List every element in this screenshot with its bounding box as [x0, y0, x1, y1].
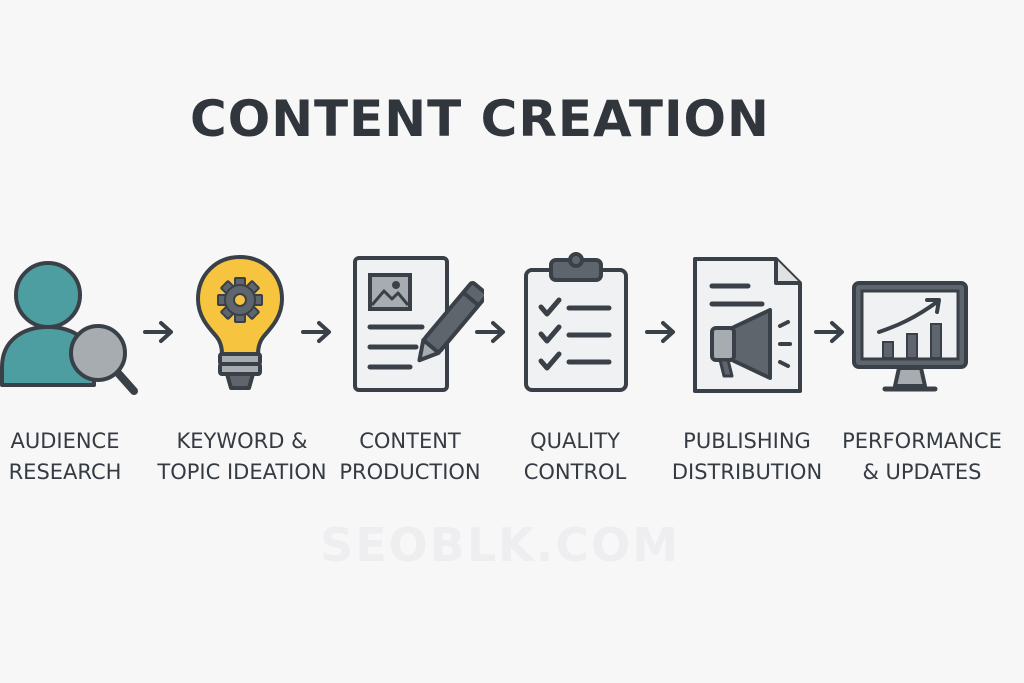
step-label-line: CONTROL [523, 460, 627, 484]
step-label-quality-control: QUALITY CONTROL [485, 426, 665, 488]
step-label-line: RESEARCH [8, 460, 122, 484]
document-pencil-icon [353, 256, 484, 392]
arrow-right-icon [475, 321, 505, 343]
step-label-line: QUALITY [530, 429, 620, 453]
step-label-line: & UPDATES [862, 460, 982, 484]
step-label-line: PRODUCTION [339, 460, 481, 484]
document-megaphone-icon [693, 257, 802, 393]
step-label-line: PUBLISHING [683, 429, 811, 453]
step-label-line: PERFORMANCE [842, 429, 1002, 453]
lightbulb-gear-icon [196, 255, 284, 390]
arrow-right-icon [301, 321, 331, 343]
step-label-publishing-distribution: PUBLISHING DISTRIBUTION [657, 426, 837, 488]
watermark: SEOBLK.COM [320, 518, 680, 572]
step-label-line: CONTENT [359, 429, 461, 453]
step-label-content-production: CONTENT PRODUCTION [320, 426, 500, 488]
user-search-icon [0, 261, 138, 395]
clipboard-checklist-icon [524, 252, 628, 392]
page-title: CONTENT CREATION [190, 90, 770, 148]
arrow-right-icon [143, 321, 173, 343]
step-label-performance-updates: PERFORMANCE & UPDATES [832, 426, 1012, 488]
step-label-line: TOPIC IDEATION [157, 460, 327, 484]
arrow-right-icon [645, 321, 675, 343]
step-label-line: KEYWORD & [176, 429, 308, 453]
step-label-line: AUDIENCE [10, 429, 120, 453]
arrow-right-icon [814, 321, 844, 343]
step-label-keyword-ideation: KEYWORD & TOPIC IDEATION [152, 426, 332, 488]
step-label-audience-research: AUDIENCE RESEARCH [0, 426, 155, 488]
step-label-line: DISTRIBUTION [671, 460, 823, 484]
monitor-chart-icon [852, 281, 968, 392]
